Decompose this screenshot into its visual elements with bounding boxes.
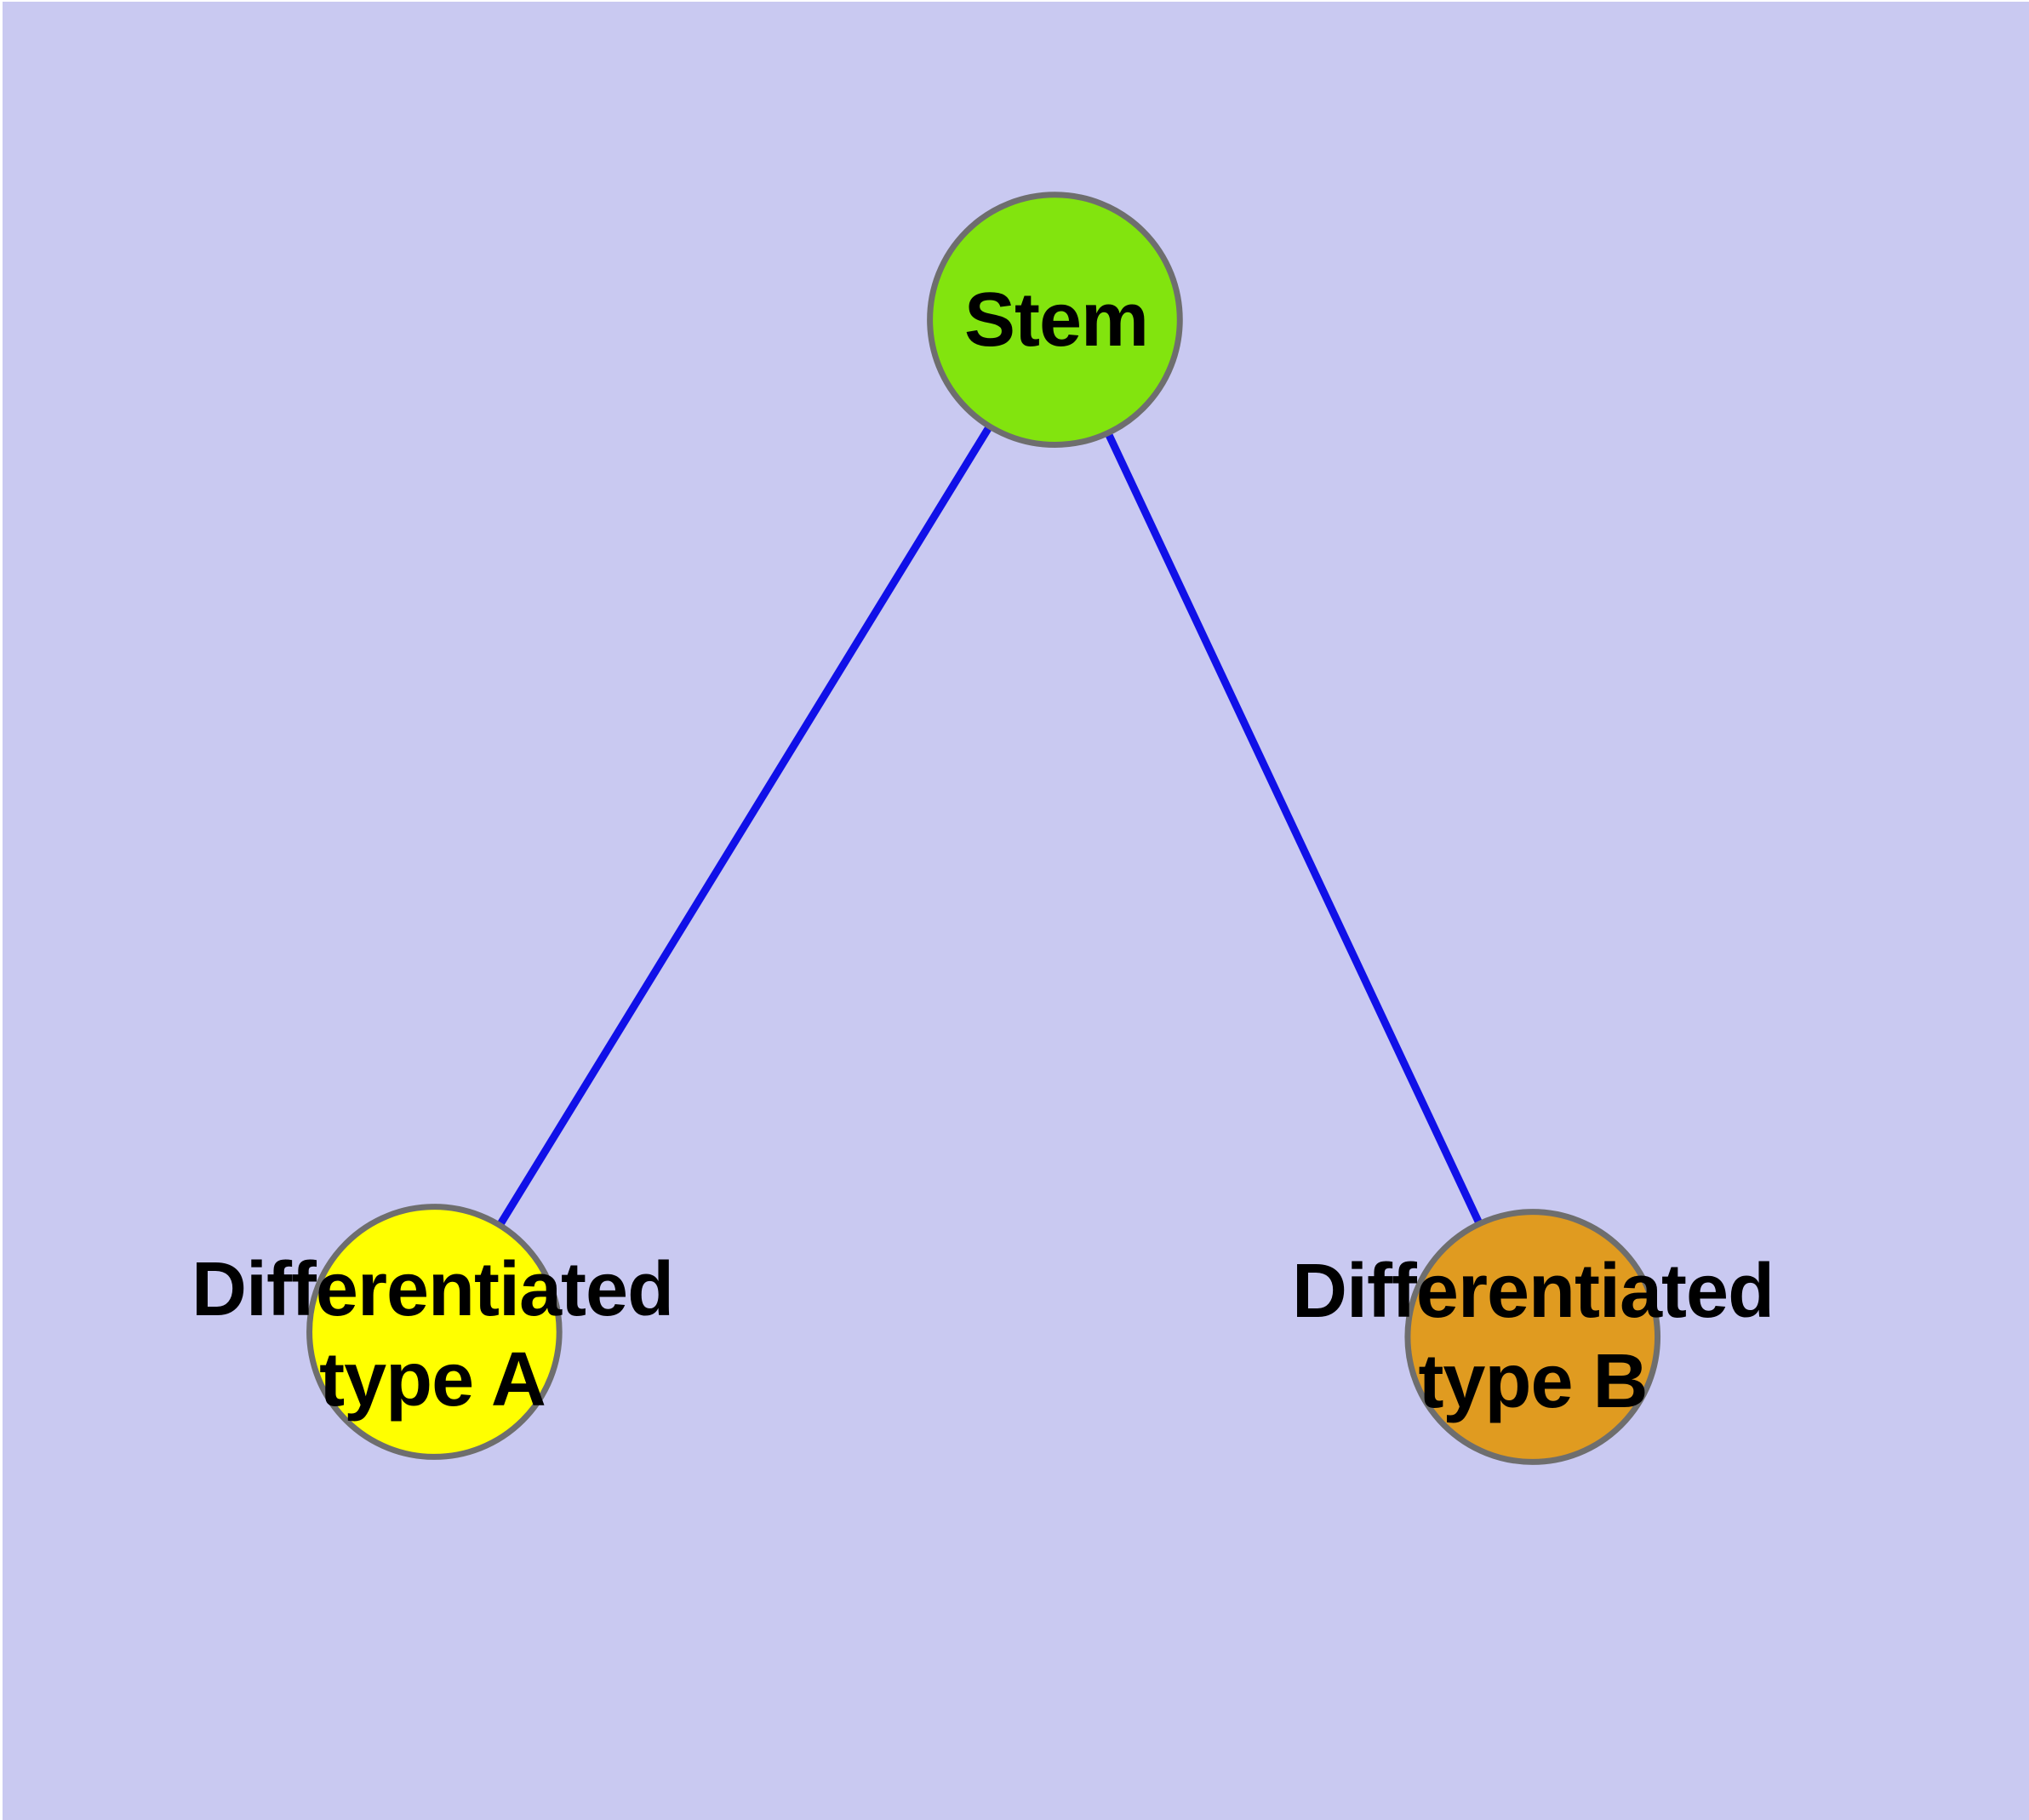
- node-differentiated-type-b-label: Differentiated type B: [1291, 1246, 1775, 1427]
- diagram-canvas: Stem Differentiated type A Differentiate…: [3, 2, 2029, 1820]
- node-label-line: Differentiated: [191, 1246, 674, 1332]
- graph-svg: [306, 192, 1661, 1465]
- node-label-line: type B: [1418, 1339, 1648, 1424]
- node-differentiated-type-a-label: Differentiated type A: [191, 1245, 674, 1425]
- edge-stem-to-type-a: [431, 318, 1059, 1334]
- edge-stem-to-type-b: [1051, 318, 1536, 1339]
- node-stem-circle: [927, 192, 1183, 449]
- node-differentiated-type-a-circle: [306, 1204, 563, 1460]
- node-differentiated-type-b-circle: [1404, 1209, 1661, 1465]
- node-label-line: Differentiated: [1291, 1248, 1775, 1334]
- node-stem-label: Stem: [963, 277, 1149, 363]
- node-label-line: type A: [319, 1337, 546, 1422]
